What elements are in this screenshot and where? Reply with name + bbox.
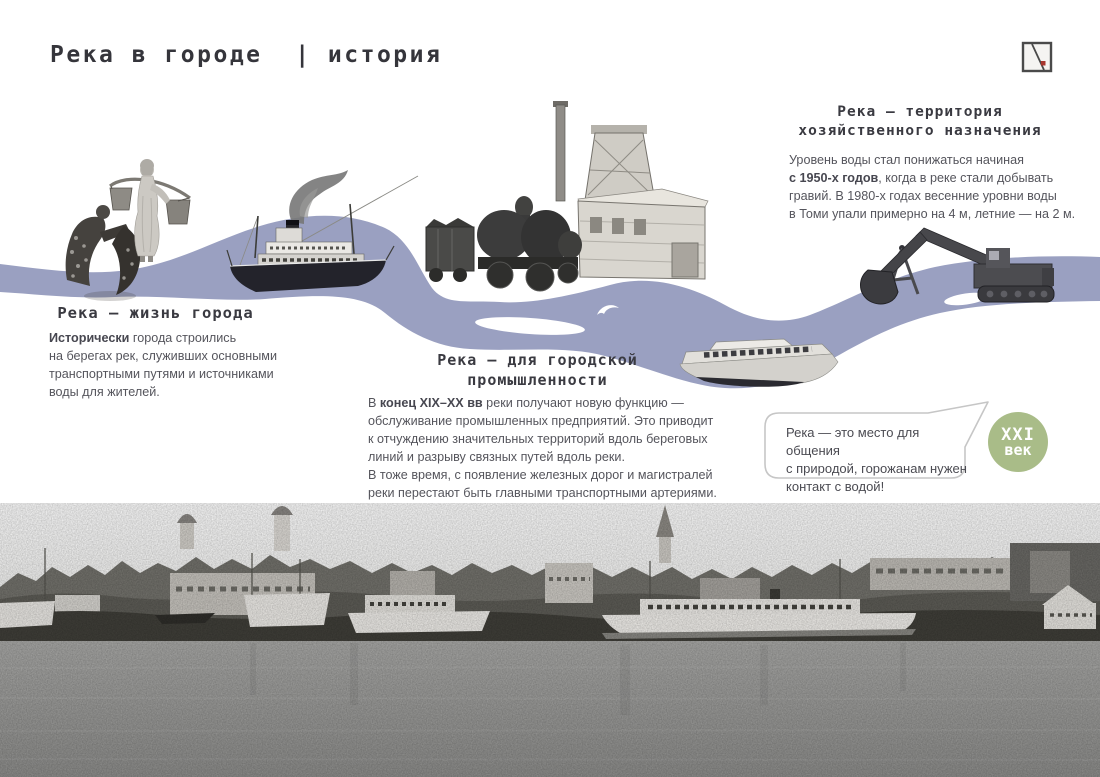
- locomotive-factory-photo: [425, 101, 709, 292]
- wave-curl-icon: [597, 305, 619, 315]
- steamship-photo: [226, 170, 419, 292]
- woman-washing-photo: [65, 205, 141, 301]
- logo-red-dot: [1041, 61, 1046, 66]
- section-territory-body: Уровень воды стал понижаться начиная с 1…: [789, 153, 1076, 221]
- waterfront-panorama-photo: [0, 503, 1100, 777]
- section-industry-heading: Река — для городской промышленности: [437, 351, 638, 389]
- speech-bubble-text: Река — это место для общения с природой,…: [786, 425, 967, 494]
- page-title: Река в городе | история: [50, 42, 443, 68]
- badge-line2: век: [1004, 440, 1032, 459]
- river-island: [475, 317, 585, 335]
- century-badge: XXI век: [988, 412, 1048, 472]
- speech-bubble: [764, 401, 989, 479]
- riverboat-photo: [679, 338, 839, 387]
- section-life-heading: Река — жизнь города: [57, 304, 254, 322]
- section-territory-heading: Река — территория хозяйственного назначе…: [798, 104, 1042, 139]
- river-island-small: [944, 292, 988, 306]
- woman-with-yoke-photo: [109, 159, 191, 262]
- section-industry-body: В конец XIX–XX вв реки получают новую фу…: [368, 396, 717, 500]
- badge-line1: XXI: [1001, 424, 1035, 445]
- corner-logo: [1021, 41, 1053, 73]
- dredger-excavators-photo: [860, 227, 1055, 305]
- section-life-body: Исторически города строились на берегах …: [49, 331, 277, 399]
